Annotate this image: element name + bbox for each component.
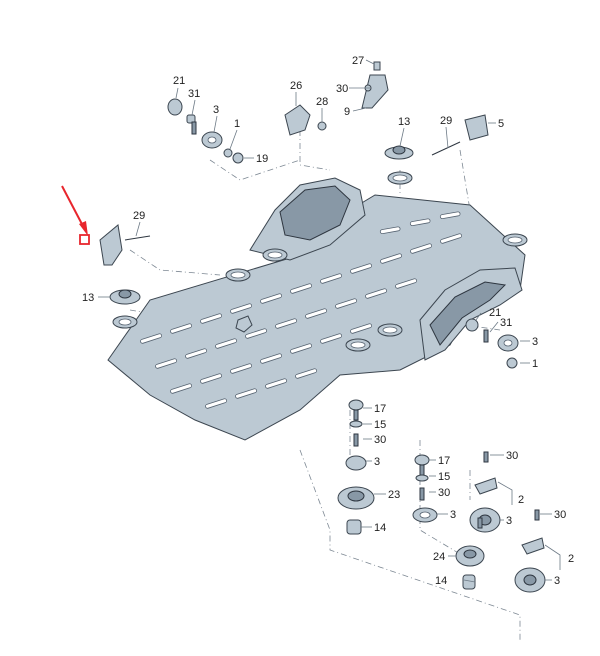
callout-5: 5: [498, 118, 504, 130]
callout-9: 9: [344, 106, 350, 118]
callout-15-center: 15: [374, 419, 386, 431]
callout-3-center: 3: [374, 456, 380, 468]
floor-slots: [140, 211, 463, 409]
callout-14-right: 14: [435, 575, 447, 587]
callout-3-right: 3: [532, 336, 538, 348]
callout-14-center: 14: [374, 522, 386, 534]
leader-lines: [98, 59, 561, 583]
callout-1-top: 1: [234, 118, 240, 130]
callout-24: 24: [433, 551, 445, 563]
callout-13-top: 13: [398, 116, 410, 128]
callout-23: 23: [388, 489, 400, 501]
callout-30-right-b: 30: [506, 450, 518, 462]
callout-30-right-a: 30: [438, 487, 450, 499]
callout-31-right: 31: [500, 317, 512, 329]
callout-2-lower: 2: [568, 553, 574, 565]
callout-26: 26: [290, 80, 302, 92]
callout-2-upper: 2: [518, 494, 524, 506]
callout-21-right: 21: [489, 307, 501, 319]
callout-17-center: 17: [374, 403, 386, 415]
callout-30-top: 30: [336, 83, 348, 95]
callout-31-top: 31: [188, 88, 200, 100]
callout-3-top: 3: [213, 104, 219, 116]
callout-27: 27: [352, 55, 364, 67]
callout-29-top: 29: [440, 115, 452, 127]
callout-21-top: 21: [173, 75, 185, 87]
callout-3-right-c: 3: [554, 575, 560, 587]
callout-29-left: 29: [133, 210, 145, 222]
callout-labels: 21 31 3 1 19 26 28 27 30 9 13 29 5 29 13…: [82, 55, 574, 587]
callout-19: 19: [256, 153, 268, 165]
loose-parts: [99, 61, 546, 593]
highlight-marker: [61, 185, 90, 245]
callout-30-center: 30: [374, 434, 386, 446]
callout-3-right-a: 3: [450, 509, 456, 521]
callout-15-right: 15: [438, 471, 450, 483]
floor-tiedowns: [225, 171, 528, 352]
floor-panel: [107, 177, 526, 441]
callout-3-right-b: 3: [506, 515, 512, 527]
callout-17-right: 17: [438, 455, 450, 467]
callout-28: 28: [316, 96, 328, 108]
callout-13-left: 13: [82, 292, 94, 304]
callout-1-right: 1: [532, 358, 538, 370]
callout-30-right-c: 30: [554, 509, 566, 521]
